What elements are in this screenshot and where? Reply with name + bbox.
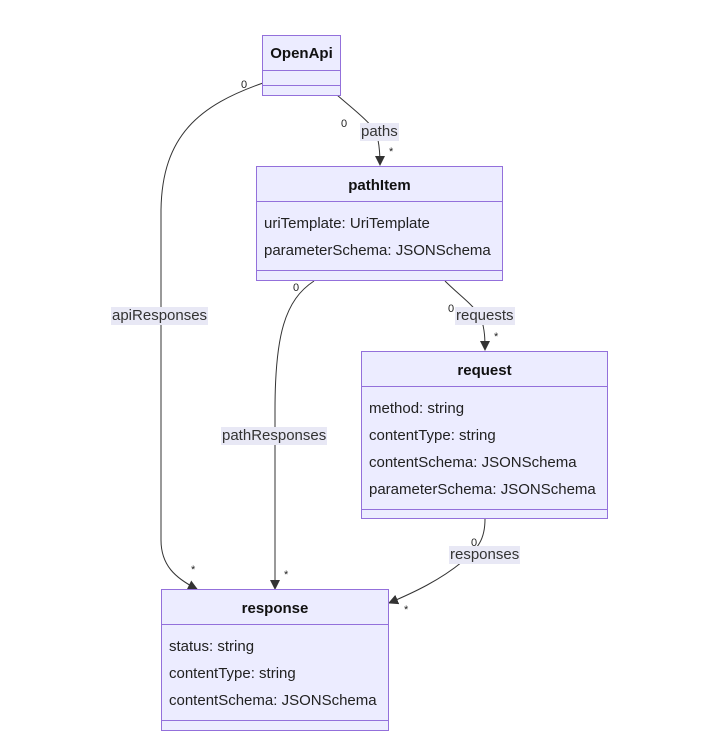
requests-to-multiplicity: * xyxy=(494,331,499,343)
class-response-title: response xyxy=(162,590,388,625)
class-request-attributes: method: string contentType: string conte… xyxy=(362,387,607,510)
class-attribute: parameterSchema: JSONSchema xyxy=(369,481,596,498)
class-attribute: contentSchema: JSONSchema xyxy=(169,692,377,709)
responses-to-multiplicity: * xyxy=(404,604,409,616)
class-attribute: contentType: string xyxy=(169,665,296,682)
api-responses-relation-line xyxy=(160,82,264,590)
class-request-methods xyxy=(362,510,607,519)
class-response-attributes: status: string contentType: string conte… xyxy=(162,625,388,721)
requests-from-multiplicity: 0 xyxy=(448,303,455,315)
class-attribute: method: string xyxy=(369,400,465,417)
api-responses-from-multiplicity: 0 xyxy=(241,79,248,91)
path-responses-relation-line xyxy=(270,280,315,590)
class-request-title: request xyxy=(362,352,607,387)
class-openapi-attributes xyxy=(263,71,340,86)
class-attribute: parameterSchema: JSONSchema xyxy=(264,242,491,259)
requests-relation-label: requests xyxy=(455,307,515,325)
class-pathitem[interactable]: pathItem uriTemplate: UriTemplate parame… xyxy=(256,166,503,281)
class-attribute: uriTemplate: UriTemplate xyxy=(264,215,430,232)
class-response[interactable]: response status: string contentType: str… xyxy=(161,589,389,731)
path-responses-relation-label: pathResponses xyxy=(221,427,328,445)
class-attribute: contentType: string xyxy=(369,427,496,444)
class-pathitem-title: pathItem xyxy=(257,167,502,202)
path-responses-to-multiplicity: * xyxy=(284,569,289,581)
paths-from-multiplicity: 0 xyxy=(341,118,348,130)
api-responses-relation-label: apiResponses xyxy=(111,307,209,325)
class-response-methods xyxy=(162,721,388,730)
class-attribute: contentSchema: JSONSchema xyxy=(369,454,577,471)
class-request[interactable]: request method: string contentType: stri… xyxy=(361,351,608,519)
path-responses-from-multiplicity: 0 xyxy=(293,282,300,294)
class-pathitem-attributes: uriTemplate: UriTemplate parameterSchema… xyxy=(257,202,502,271)
responses-relation-label: responses xyxy=(449,546,521,564)
class-openapi[interactable]: OpenApi xyxy=(262,35,341,96)
class-pathitem-methods xyxy=(257,271,502,280)
class-openapi-methods xyxy=(263,86,340,95)
api-responses-to-multiplicity: * xyxy=(191,564,196,576)
responses-from-multiplicity: 0 xyxy=(471,537,478,549)
paths-to-multiplicity: * xyxy=(389,146,394,158)
paths-relation-label: paths xyxy=(360,123,399,141)
class-attribute: status: string xyxy=(169,638,255,655)
class-openapi-title: OpenApi xyxy=(263,36,340,71)
